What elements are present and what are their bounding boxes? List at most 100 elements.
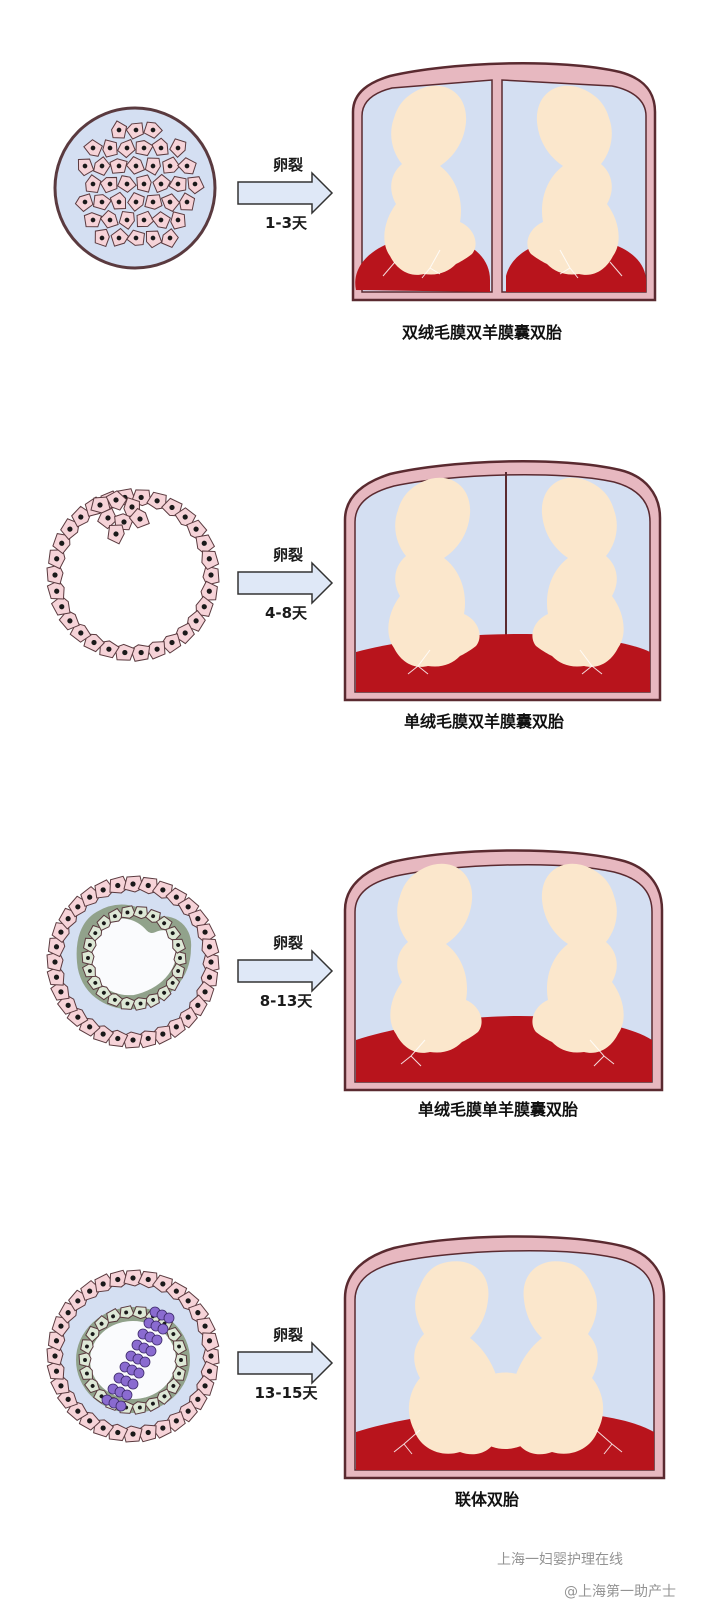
- cell: [93, 156, 111, 176]
- cell: [151, 1025, 172, 1045]
- zygote-cell-cluster: [53, 106, 217, 270]
- cell: [50, 595, 71, 616]
- cell: [201, 938, 220, 958]
- cell: [93, 1419, 115, 1438]
- arrow-label-top: 卵裂: [273, 1326, 303, 1344]
- cell: [117, 175, 137, 193]
- cell: [165, 974, 181, 992]
- cell: [94, 1315, 110, 1332]
- cell: [114, 643, 135, 661]
- cell: [137, 876, 158, 895]
- cell: [99, 176, 118, 194]
- cell: [151, 211, 171, 229]
- cell: [46, 579, 65, 600]
- cell: [52, 533, 71, 555]
- cell: [119, 1305, 135, 1319]
- cell: [84, 1377, 101, 1394]
- cell: [108, 907, 124, 923]
- cell: [107, 993, 124, 1008]
- cell: [179, 192, 196, 211]
- cell: [125, 122, 144, 140]
- uterus-monochorionic-diamniotic: [343, 460, 662, 702]
- uterus-monochorionic-monoamniotic: [343, 849, 664, 1092]
- cell: [160, 633, 182, 654]
- cell: [99, 209, 119, 229]
- arrow: [237, 949, 334, 993]
- cell: [201, 1332, 220, 1352]
- cell: [165, 1326, 182, 1343]
- cell: [58, 609, 80, 631]
- cell: [200, 580, 218, 601]
- cell: [86, 974, 103, 991]
- cell: [171, 962, 186, 979]
- cell: [87, 924, 103, 942]
- cell: [136, 174, 152, 193]
- cell: [173, 950, 187, 967]
- cell: [195, 595, 214, 617]
- cell: [162, 156, 181, 174]
- cell: [156, 1388, 172, 1405]
- cell: [69, 622, 92, 643]
- cell: [77, 158, 95, 177]
- arrow-label-days: 1-3天: [265, 214, 308, 232]
- cell: [117, 138, 136, 159]
- cell: [136, 210, 155, 228]
- cell: [108, 1029, 129, 1048]
- stage-caption: 双绒毛膜双羊膜囊双胎: [402, 323, 562, 342]
- cell: [90, 496, 111, 514]
- cell: [145, 641, 166, 660]
- cell: [125, 156, 146, 175]
- cell: [128, 507, 150, 529]
- cell: [106, 1308, 122, 1324]
- cell: [174, 507, 197, 528]
- cell: [174, 622, 195, 645]
- cell: [102, 139, 118, 158]
- cell: [50, 1374, 70, 1395]
- cell: [109, 191, 127, 210]
- cell: [132, 906, 149, 920]
- cell: [83, 633, 105, 653]
- cell: [144, 1396, 160, 1412]
- cell: [85, 174, 102, 194]
- cell: [127, 192, 145, 212]
- cell: [118, 210, 135, 230]
- arrow: [237, 1341, 334, 1385]
- cell: [131, 1306, 148, 1320]
- cell: [107, 524, 125, 545]
- cell: [47, 937, 66, 958]
- cell: [174, 1352, 188, 1369]
- cell: [201, 550, 220, 571]
- cell: [173, 1340, 187, 1356]
- cell: [46, 564, 64, 585]
- cell: [186, 609, 206, 632]
- cell: [60, 518, 80, 541]
- cell: [105, 490, 128, 511]
- watermark-line2: @上海第一助产士: [564, 1583, 676, 1600]
- cell: [200, 966, 219, 987]
- cell: [71, 505, 92, 528]
- uterus-dichorionic-diamniotic: [351, 62, 657, 302]
- cell: [196, 1317, 216, 1338]
- cell: [78, 1351, 92, 1368]
- conjoined-fetuses: [408, 1261, 604, 1455]
- cell: [109, 158, 128, 174]
- cell: [92, 194, 112, 211]
- cell: [177, 157, 197, 175]
- cell: [81, 949, 95, 966]
- cell: [152, 173, 171, 194]
- embryonic-disc: [101, 1306, 175, 1412]
- cell: [151, 1274, 173, 1293]
- cell: [130, 644, 151, 662]
- stage-caption: 联体双胎: [455, 1490, 519, 1509]
- cell: [82, 937, 97, 954]
- cell: [151, 137, 169, 156]
- stage-1: 卵裂 1-3天 双绒毛膜双羊膜囊双胎: [53, 62, 657, 342]
- cell: [161, 497, 183, 517]
- cell: [99, 640, 120, 659]
- cell: [165, 925, 182, 942]
- cell: [110, 227, 130, 247]
- cell: [143, 121, 163, 139]
- cell: [95, 985, 113, 1001]
- blastocyst-with-embryonic-disc: [46, 1269, 220, 1443]
